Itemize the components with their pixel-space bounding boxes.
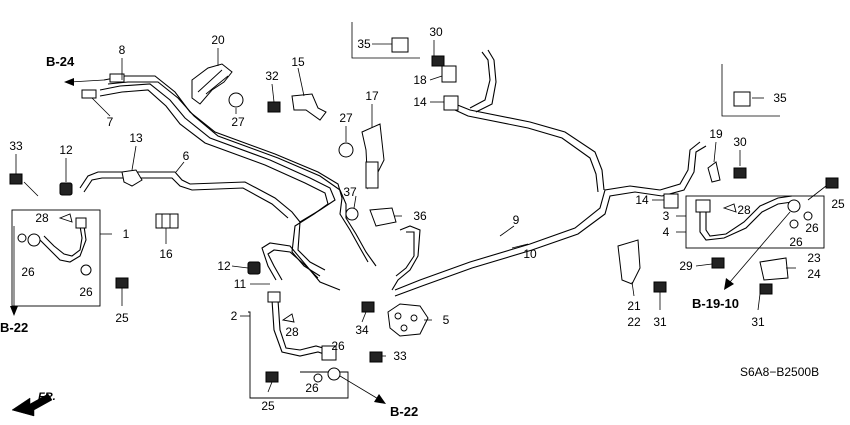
callout-33-a: 33 [9, 139, 23, 153]
callout-13: 13 [129, 131, 143, 145]
clips-and-fasteners [9, 37, 839, 383]
callout-32: 32 [265, 69, 279, 83]
callout-12-center: 12 [217, 259, 231, 273]
callout-18: 18 [413, 73, 427, 87]
callout-3: 3 [663, 209, 670, 223]
callout-26-d: 26 [305, 381, 319, 395]
callout-11: 11 [234, 277, 247, 291]
callout-23: 23 [807, 251, 821, 265]
callout-28-b: 28 [285, 325, 299, 339]
callout-16: 16 [159, 247, 173, 261]
callout-8: 8 [119, 43, 126, 57]
callout-20: 20 [211, 33, 225, 47]
front-direction-label: FR. [38, 391, 56, 403]
callout-34: 34 [355, 323, 369, 337]
callout-31-b: 31 [751, 315, 765, 329]
ref-label-b19-10: B-19-10 [692, 296, 739, 311]
callout-6: 6 [183, 149, 190, 163]
callout-5: 5 [443, 313, 450, 327]
callout-27-a: 27 [231, 115, 245, 129]
callout-26-e: 26 [789, 235, 803, 249]
callout-37: 37 [343, 185, 357, 199]
callout-numbers: 1 2 3 4 5 6 7 8 9 10 11 12 12 13 14 14 1… [9, 25, 845, 413]
callout-24: 24 [807, 267, 821, 281]
callout-36: 36 [413, 209, 427, 223]
callout-27-b: 27 [339, 111, 353, 125]
callout-19: 19 [709, 127, 723, 141]
ref-label-b22-left: B-22 [0, 320, 28, 335]
callout-26-f: 26 [805, 221, 819, 235]
ref-label-b22-bottom: B-22 [390, 404, 418, 419]
divider-line [721, 64, 780, 117]
callout-26-b: 26 [79, 285, 93, 299]
callout-14-top: 14 [413, 95, 427, 109]
reference-arrows [10, 78, 791, 417]
callout-22: 22 [627, 315, 641, 329]
callout-28-a: 28 [35, 211, 49, 225]
callout-9: 9 [513, 213, 520, 227]
callout-29: 29 [679, 259, 693, 273]
front-left-hose-assembly [11, 209, 101, 307]
front-right-hose-assembly [248, 291, 349, 399]
ref-label-b24: B-24 [46, 54, 75, 69]
brake-pipe-bundle [79, 49, 707, 297]
diagram-code: S6A8−B2500B [740, 365, 819, 379]
callout-28-c: 28 [737, 203, 751, 217]
callout-2: 2 [231, 309, 238, 323]
proportioning-valve-5 [387, 303, 429, 337]
callout-35-b: 35 [773, 91, 787, 105]
callout-21: 21 [627, 299, 641, 313]
callout-4: 4 [663, 225, 670, 239]
callout-25-left: 25 [115, 311, 129, 325]
callout-7: 7 [107, 115, 114, 129]
leader-lines [15, 40, 827, 393]
callout-10: 10 [523, 247, 537, 261]
callout-30-b: 30 [733, 135, 747, 149]
callout-30-a: 30 [429, 25, 443, 39]
callout-17: 17 [365, 89, 379, 103]
callout-26-a: 26 [21, 265, 35, 279]
rear-hose-assembly [685, 195, 825, 249]
callout-12-left: 12 [59, 143, 73, 157]
callout-14-right: 14 [635, 193, 649, 207]
callout-31-a: 31 [653, 315, 667, 329]
callout-1: 1 [123, 227, 130, 241]
callout-25-bottom: 25 [261, 399, 275, 413]
callout-35-a: 35 [357, 37, 371, 51]
callout-26-c: 26 [331, 339, 345, 353]
divider-line [351, 22, 420, 59]
callout-33-b: 33 [393, 349, 407, 363]
callout-15: 15 [291, 55, 305, 69]
callout-25-right: 25 [831, 197, 845, 211]
